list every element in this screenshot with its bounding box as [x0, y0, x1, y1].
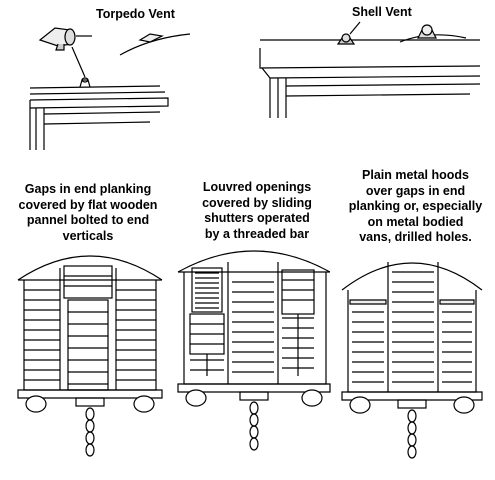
caption-line: covered by sliding [202, 195, 312, 210]
shell-vent-roof [259, 21, 481, 118]
caption-line: shutters operated [204, 211, 310, 225]
caption-line: vans, drilled holes. [359, 230, 472, 244]
van-end-metal-hoods [341, 262, 483, 459]
torpedo-vent-roof [29, 46, 169, 150]
caption-louvred: Louvred openings covered by sliding shut… [182, 180, 332, 242]
caption-line: Louvred openings [202, 180, 312, 194]
caption-line: verticals [62, 228, 114, 243]
torpedo-vent-label: Torpedo Vent [96, 7, 175, 21]
caption-line: Plain metal hoods [362, 168, 469, 182]
shell-vent-label: Shell Vent [352, 5, 412, 19]
caption-line: by a threaded bar [204, 226, 310, 241]
caption-line: over gaps in end [365, 183, 466, 198]
caption-line: on metal bodied [367, 214, 464, 229]
shell-vent-detail [399, 24, 467, 43]
caption-flat-panel: Gaps in end planking covered by flat woo… [4, 182, 172, 244]
caption-line: covered by flat wooden [18, 197, 158, 212]
torpedo-vent-detail [38, 27, 191, 56]
caption-line: planking or, especially [348, 199, 483, 213]
caption-line: pannel bolted to end [26, 213, 150, 227]
van-end-flat-panel [17, 255, 163, 457]
van-end-louvred [177, 250, 331, 451]
caption-metal-hoods: Plain metal hoods over gaps in end plank… [338, 168, 493, 246]
caption-line: Gaps in end planking [24, 182, 152, 196]
